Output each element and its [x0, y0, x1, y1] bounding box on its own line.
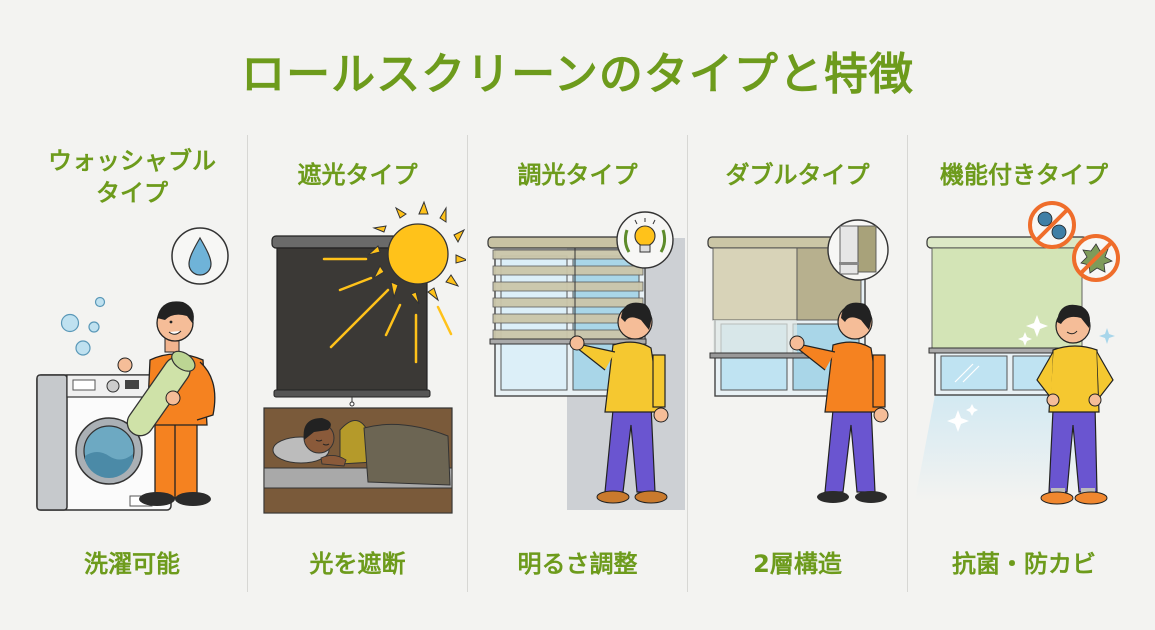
bubbles-icon: [60, 296, 106, 356]
functional-illustration: [915, 200, 1135, 520]
dimming-blind-icon: [487, 236, 649, 345]
column-functional: 機能付きタイプ: [908, 135, 1140, 595]
column-divider: [247, 135, 248, 592]
column-washable: ウォッシャブル タイプ: [17, 135, 247, 595]
column-title: ダブルタイプ: [725, 161, 870, 189]
column-title: 機能付きタイプ: [940, 161, 1108, 189]
column-title-line1: ウォッシャブル: [48, 147, 216, 175]
column-title: 遮光タイプ: [297, 161, 418, 189]
washable-illustration: [25, 220, 240, 520]
column-divider: [907, 135, 908, 592]
person-orange-shirt: [789, 302, 889, 503]
water-drop-icon: [171, 227, 229, 285]
double-layer-detail-icon: [827, 219, 889, 281]
column-title: 調光タイプ: [517, 161, 638, 189]
sun-rays: [322, 257, 453, 364]
feature-label: 光を遮断: [309, 550, 406, 578]
person-yellow-shirt: [569, 302, 669, 504]
page-title: ロールスクリーンのタイプと特徴: [241, 49, 914, 100]
lightbulb-adjust-icon: [616, 211, 674, 269]
sparkle-icon: [1099, 328, 1115, 344]
feature-label: 明るさ調整: [517, 550, 638, 578]
sleeping-person-icon: [263, 407, 453, 514]
column-dimming: 調光タイプ: [468, 135, 687, 595]
sparkle-icon: [947, 315, 1048, 432]
sun-icon: [367, 200, 466, 305]
double-illustration: [695, 200, 905, 520]
no-bacteria-icon: [1028, 201, 1076, 249]
no-mold-icon: [1072, 234, 1120, 282]
column-title-line2: タイプ: [96, 179, 168, 207]
column-double: ダブルタイプ: [688, 135, 907, 595]
column-divider: [467, 135, 468, 592]
dimming-illustration: [475, 200, 685, 520]
feature-label: 2層構造: [753, 550, 842, 578]
blackout-illustration: [256, 200, 466, 520]
feature-label: 洗濯可能: [84, 550, 180, 578]
feature-label: 抗菌・防カビ: [952, 550, 1096, 578]
person-yellow-shirt: [1036, 304, 1114, 505]
column-divider: [687, 135, 688, 592]
column-blackout: 遮光タイプ: [248, 135, 467, 595]
rolled-screen-icon: [117, 350, 196, 437]
